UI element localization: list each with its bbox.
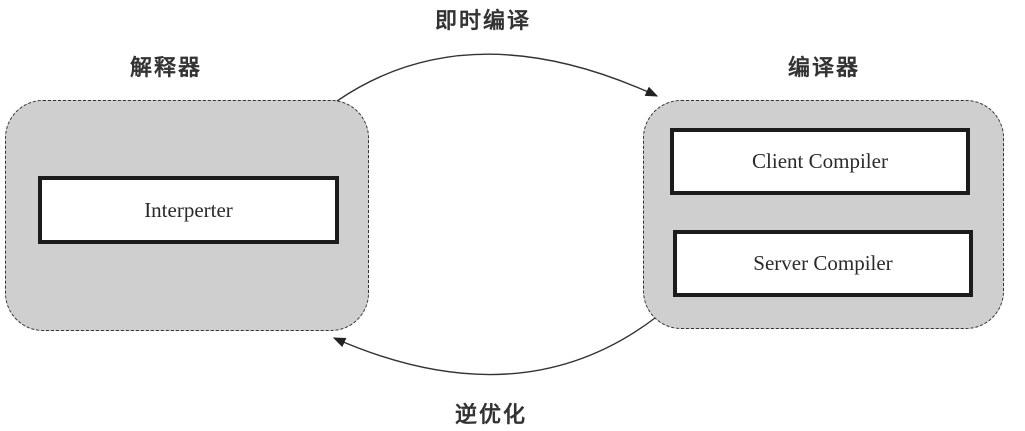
compiler-group-title: 编译器 (788, 56, 861, 81)
jit-compile-edge-label: 即时编译 (435, 9, 532, 34)
deoptimize-edge-label: 逆优化 (455, 403, 528, 428)
interpreter-label: Interperter (144, 197, 233, 222)
client-compiler-box: Client Compiler (670, 128, 970, 195)
jit-compile-arrow (336, 53, 659, 102)
server-compiler-box: Server Compiler (673, 230, 973, 297)
client-compiler-label: Client Compiler (752, 149, 888, 173)
interpreter-group-title: 解释器 (130, 56, 203, 81)
deoptimize-arrow (332, 317, 656, 376)
server-compiler-label: Server Compiler (753, 251, 893, 275)
interpreter-box: Interperter (38, 176, 339, 244)
